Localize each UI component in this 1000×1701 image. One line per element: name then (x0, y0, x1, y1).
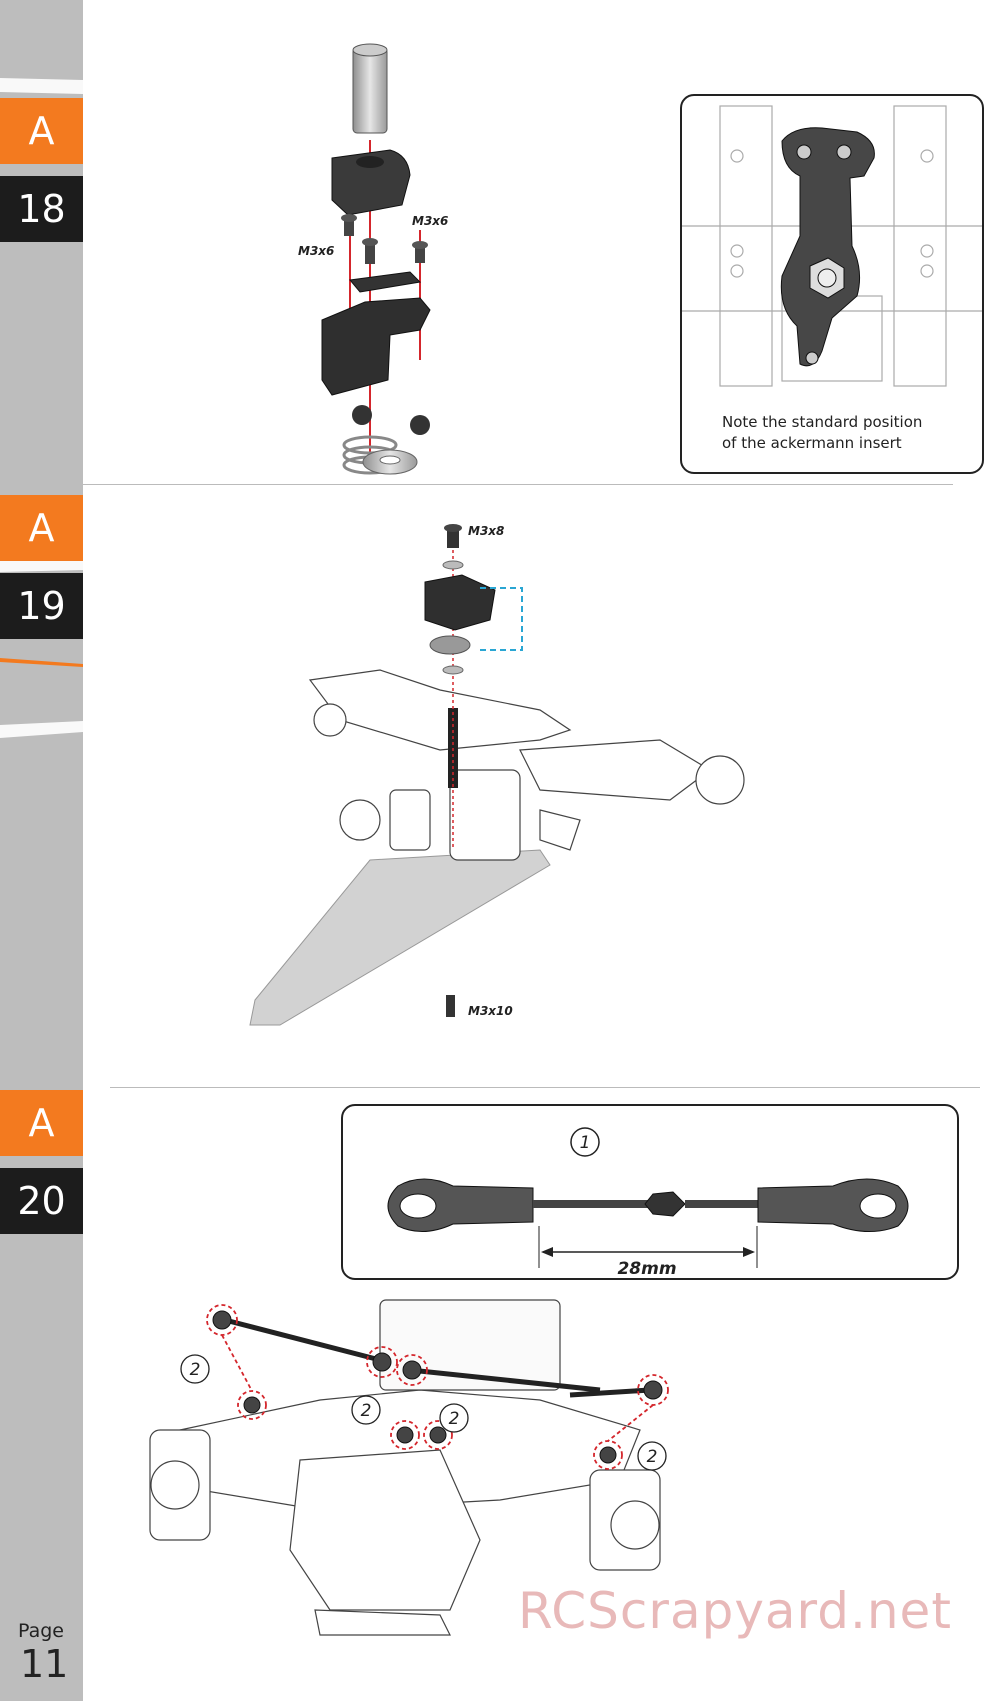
step-18-letter: A (0, 98, 83, 164)
screw-label: M3x6 (298, 244, 334, 258)
ackermann-inset-illustration (682, 105, 982, 387)
callout-1: 1 (580, 1133, 591, 1153)
step-18-number: 18 (0, 176, 83, 242)
callout-2: 2 (449, 1409, 460, 1429)
dimension-label: 28mm (617, 1259, 676, 1278)
sidebar-decoration (0, 78, 83, 738)
turnbuckle-inset-box: 1 28mm (341, 1104, 959, 1280)
page-label: Page (18, 1620, 64, 1642)
step-20-number: 20 (0, 1168, 83, 1234)
ackermann-inset-box (680, 94, 984, 474)
screw-label: M3x10 (468, 1004, 513, 1018)
note-line: of the ackermann insert (722, 434, 902, 452)
note-line: Note the standard position (722, 413, 923, 431)
step-20-letter: A (0, 1090, 83, 1156)
callout-2: 2 (190, 1360, 201, 1380)
section-divider (83, 484, 953, 485)
section-divider (110, 1087, 980, 1088)
washer-icon (362, 449, 418, 475)
turnbuckle-illustration: 1 28mm (387, 1127, 909, 1278)
ackermann-note: Note the standard position of the ackerm… (722, 412, 922, 454)
screw-label: M3x8 (468, 524, 504, 538)
callout-2: 2 (647, 1447, 658, 1467)
page-number: 11 (20, 1642, 69, 1686)
front-end-link-diagram: 2 2 2 2 (149, 1299, 669, 1636)
steering-arm-exploded-diagram: M3x6 M3x6 (298, 43, 448, 475)
screw-label: M3x6 (412, 214, 448, 228)
step-19-letter: A (0, 495, 83, 561)
chassis-steering-assembly-diagram: M3x8 M3x10 (249, 524, 745, 1026)
sidebar (0, 0, 83, 1701)
watermark: RCScrapyard.net (518, 1582, 952, 1640)
step-19-number: 19 (0, 573, 83, 639)
callout-2: 2 (361, 1401, 372, 1421)
